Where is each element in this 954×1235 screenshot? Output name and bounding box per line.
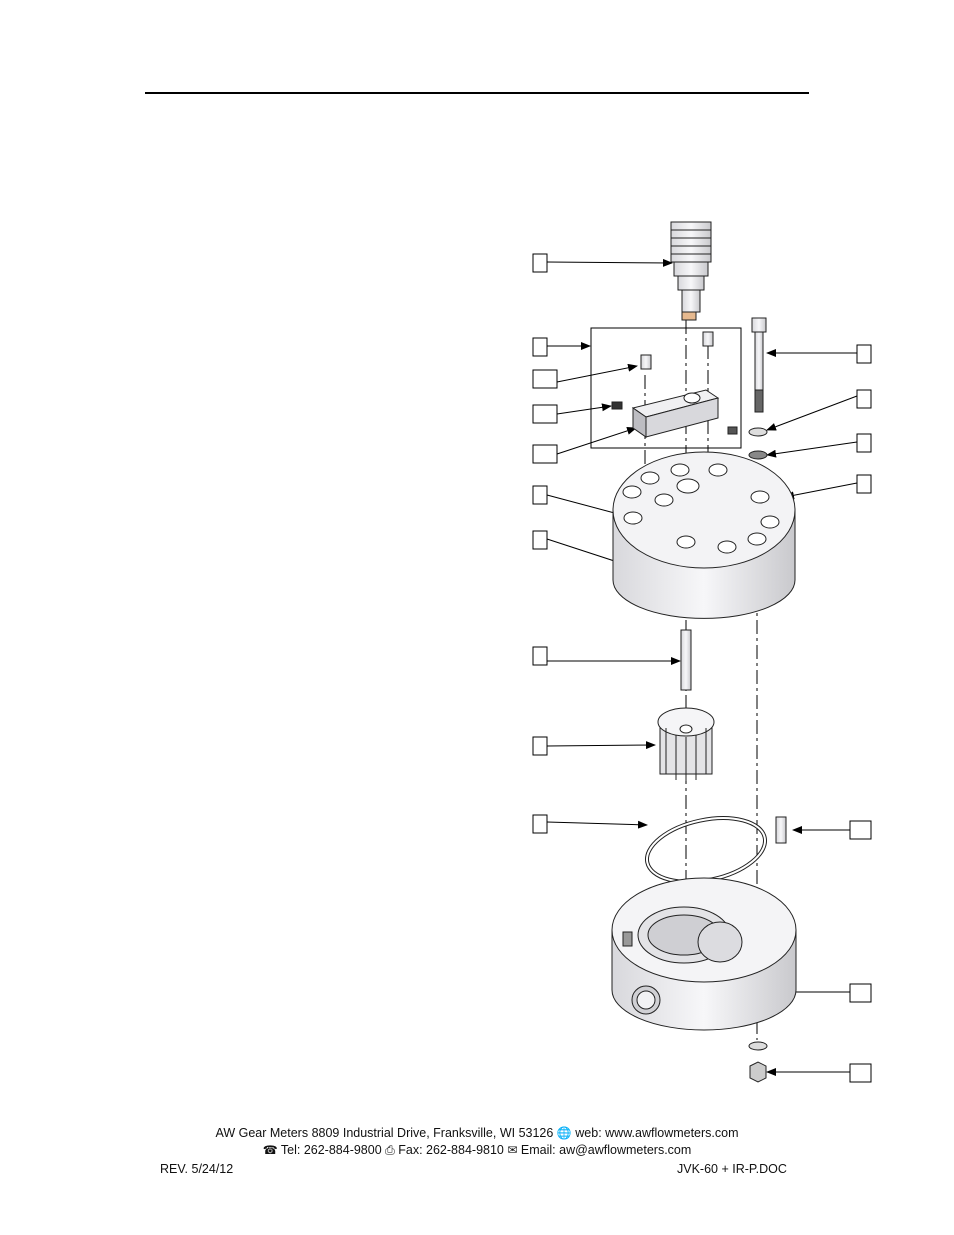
footer-line-2: ☎ Tel: 262-884-9800 ⎙ Fax: 262-884-9810 … bbox=[0, 1143, 954, 1158]
email-icon: ✉ bbox=[507, 1143, 518, 1157]
meter-cover bbox=[612, 451, 796, 619]
document-name: JVK-60 + IR-P.DOC bbox=[677, 1162, 787, 1176]
globe-icon: 🌐 bbox=[556, 1126, 572, 1140]
sensor-bracket bbox=[611, 331, 738, 438]
email-link[interactable]: Email: aw@awflowmeters.com bbox=[520, 1143, 692, 1157]
address: AW Gear Meters 8809 Industrial Drive, Fr… bbox=[215, 1126, 554, 1140]
footer-line-1: AW Gear Meters 8809 Industrial Drive, Fr… bbox=[0, 1126, 954, 1140]
gear bbox=[657, 707, 715, 781]
phone-number: Tel: 262-884-9800 bbox=[280, 1143, 382, 1157]
fax-icon: ⎙ bbox=[385, 1143, 395, 1157]
callout-boxes-left bbox=[532, 253, 558, 834]
fax-number: Fax: 262-884-9810 bbox=[398, 1143, 504, 1157]
leader-lines bbox=[546, 258, 858, 1076]
subassembly-frame bbox=[590, 327, 742, 449]
website-link[interactable]: web: www.awflowmeters.com bbox=[575, 1126, 739, 1140]
dowel-pin bbox=[775, 816, 787, 844]
revision-date: REV. 5/24/12 bbox=[160, 1162, 234, 1176]
cap-screw bbox=[748, 317, 768, 460]
callout-boxes-right bbox=[849, 344, 872, 1083]
phone-icon: ☎ bbox=[262, 1143, 278, 1157]
header-rule bbox=[145, 92, 809, 94]
meter-body bbox=[611, 877, 797, 1083]
shaft-pin bbox=[680, 629, 692, 691]
sensor-fitting bbox=[670, 221, 712, 321]
